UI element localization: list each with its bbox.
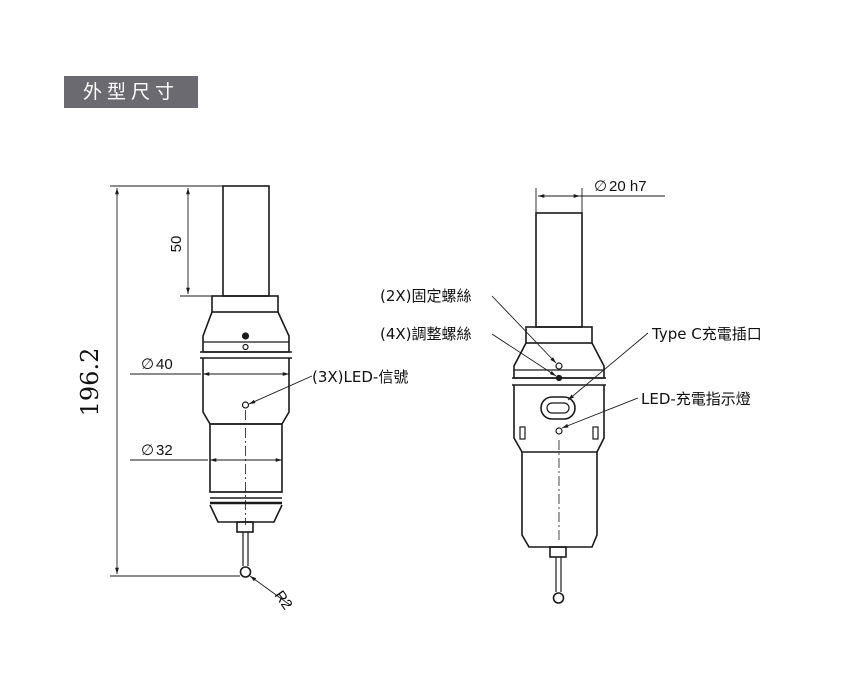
diameter-symbol: ∅: [141, 442, 154, 459]
diameter-symbol: ∅: [141, 356, 154, 373]
right-probe-outline: [512, 212, 606, 604]
callout-fix-screw: (2X)固定螺絲: [380, 287, 472, 305]
section-title: 外型尺寸: [64, 76, 198, 108]
diameter-symbol: ∅: [594, 178, 607, 195]
callout-charge-led: LED-充電指示燈: [641, 390, 751, 408]
right-dimension-lines: [491, 188, 665, 429]
callout-typec-port: Type C充電插口: [651, 325, 762, 343]
dim-total-label: 196.2: [76, 348, 104, 417]
dim-d40-label: 40: [156, 356, 173, 373]
callout-adjust-screw: (4X)調整螺絲: [380, 325, 472, 343]
dim-r-label: R2: [271, 588, 296, 613]
dim-top-label: 50: [168, 236, 185, 253]
dim-shank-label: 20 h7: [609, 178, 647, 195]
callout-led-signal: (3X)LED-信號: [312, 368, 408, 386]
dim-d32-label: 32: [156, 442, 173, 459]
left-dimension-lines: [110, 185, 313, 606]
left-probe-outline: [200, 185, 292, 578]
